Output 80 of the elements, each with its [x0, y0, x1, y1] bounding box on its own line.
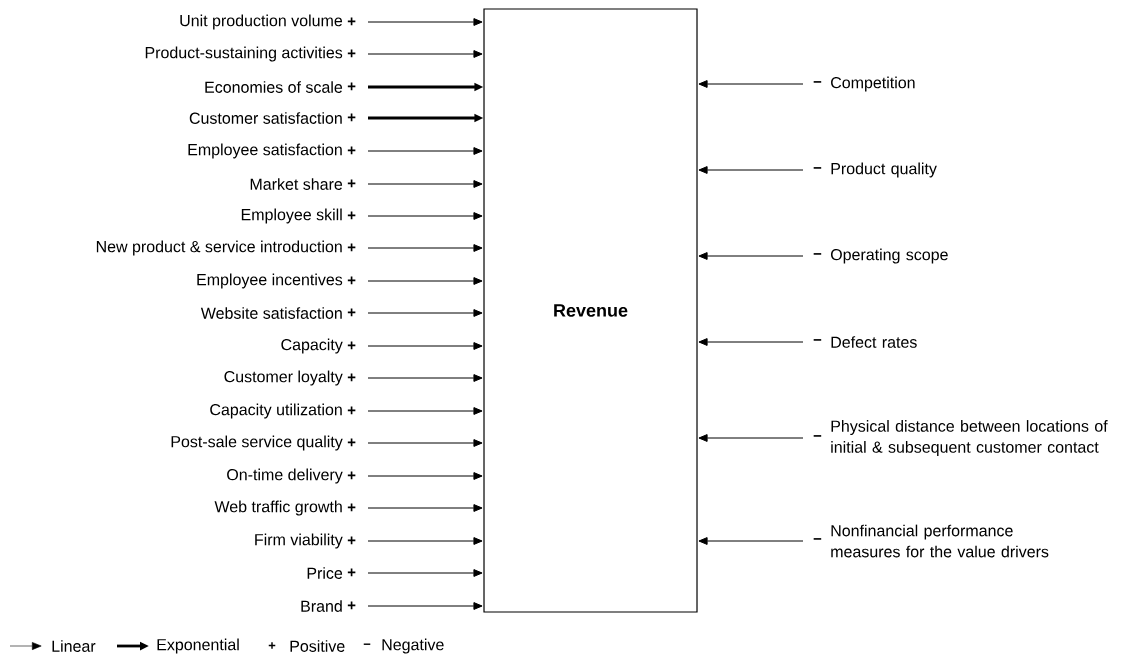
- driver-label: Capacity utilization: [210, 403, 342, 419]
- driver-label: New product & service introduction: [96, 240, 342, 256]
- arrow: [698, 434, 804, 442]
- polarity-sign: +: [347, 49, 356, 58]
- polarity-sign: −: [813, 81, 822, 83]
- driver-label: Employee skill: [241, 208, 342, 224]
- arrow: [698, 338, 804, 346]
- polarity-sign: −: [813, 167, 822, 169]
- polarity-sign: +: [347, 503, 356, 512]
- arrow: [367, 244, 483, 252]
- polarity-sign: −: [813, 435, 822, 437]
- arrow: [367, 147, 483, 155]
- polarity-sign: +: [347, 17, 356, 26]
- polarity-sign: +: [347, 308, 356, 317]
- arrow: [367, 472, 483, 480]
- arrow: [367, 374, 483, 382]
- driver-label: Firm viability: [255, 533, 343, 549]
- arrow: [367, 602, 483, 610]
- polarity-sign: +: [347, 276, 356, 285]
- polarity-sign: +: [347, 146, 356, 155]
- driver-label: Capacity: [281, 338, 343, 354]
- arrow: [367, 504, 483, 512]
- driver-label: Economies of scale: [205, 81, 343, 93]
- driver-label: Web traffic growth: [214, 500, 342, 516]
- legend-label: Positive: [290, 640, 345, 652]
- driver-label: Operating scope: [831, 248, 948, 264]
- legend-sample: +: [268, 642, 276, 649]
- legend-label: Linear: [52, 640, 96, 652]
- polarity-sign: +: [347, 211, 356, 220]
- driver-label: Product-sustaining activities: [145, 46, 343, 62]
- driver-label: Customer satisfaction: [189, 112, 342, 124]
- driver-label: Post-sale service quality: [171, 435, 343, 451]
- arrow: [698, 166, 804, 174]
- driver-label: Customer loyalty: [224, 370, 343, 386]
- arrow: [698, 537, 804, 545]
- polarity-sign: +: [347, 82, 356, 91]
- driver-label: Unit production volume: [180, 14, 343, 30]
- legend-label: Exponential: [157, 638, 239, 654]
- arrow: [367, 180, 483, 188]
- polarity-sign: −: [813, 339, 822, 341]
- driver-label: Nonfinancial performance measures for the value drivers: [831, 524, 1049, 558]
- arrow: [367, 342, 483, 350]
- arrow: [367, 407, 483, 415]
- polarity-sign: −: [813, 538, 822, 540]
- polarity-sign: +: [347, 438, 356, 447]
- arrow: [367, 569, 483, 577]
- arrow: [367, 537, 483, 545]
- arrow: [367, 309, 483, 317]
- driver-label: Employee satisfaction: [188, 143, 342, 159]
- driver-label: Defect rates: [831, 336, 917, 348]
- driver-label: Brand: [301, 600, 342, 612]
- polarity-sign: +: [347, 373, 356, 382]
- legend-sample: −: [363, 643, 371, 645]
- driver-label: Competition: [831, 76, 915, 92]
- polarity-sign: +: [347, 406, 356, 415]
- arrow: [698, 252, 804, 260]
- polarity-sign: +: [347, 536, 356, 545]
- polarity-sign: +: [347, 341, 356, 350]
- driver-label: On-time delivery: [227, 468, 343, 484]
- polarity-sign: +: [347, 568, 356, 577]
- polarity-sign: +: [347, 471, 356, 480]
- polarity-sign: −: [813, 253, 822, 255]
- polarity-sign: +: [347, 179, 356, 188]
- arrow: [367, 277, 483, 285]
- driver-label: Market share: [250, 178, 343, 190]
- revenue-box: Revenue: [483, 8, 698, 613]
- legend-label: Negative: [382, 638, 444, 654]
- polarity-sign: +: [347, 113, 356, 122]
- driver-label: Employee incentives: [197, 273, 343, 289]
- driver-label: Website satisfaction: [200, 307, 342, 319]
- driver-label: Product quality: [831, 162, 937, 178]
- arrow: [367, 212, 483, 220]
- arrow: [367, 18, 483, 26]
- arrow: [367, 50, 483, 58]
- polarity-sign: +: [347, 243, 356, 252]
- driver-label: Price: [307, 567, 343, 579]
- arrow: [698, 80, 804, 88]
- driver-label: Physical distance between locations of initial & subsequent customer contact: [831, 420, 1108, 456]
- polarity-sign: +: [347, 601, 356, 610]
- arrow: [367, 439, 483, 447]
